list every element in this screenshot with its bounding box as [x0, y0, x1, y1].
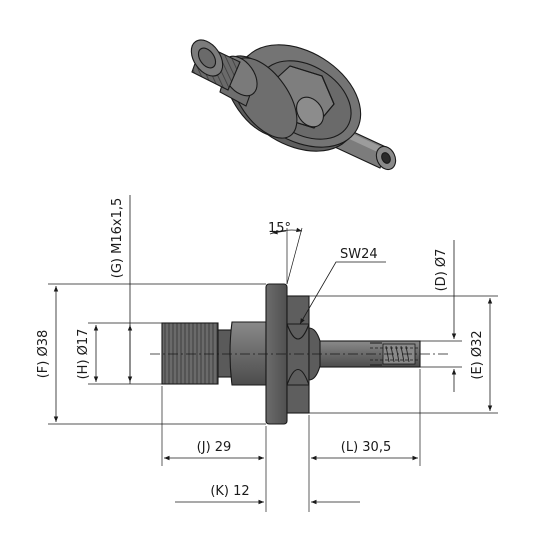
side-view: [150, 283, 450, 425]
isometric-view: [190, 39, 397, 171]
label-L: (L) 30,5: [341, 440, 391, 455]
label-K: (K) 12: [210, 484, 249, 499]
thread-section: [161, 322, 219, 385]
label-angle: 15°: [268, 221, 291, 236]
dimension-lines: [48, 195, 498, 512]
label-G: (G) M16x1,5: [110, 198, 125, 278]
label-E: (E) Ø32: [470, 330, 485, 379]
dimension-labels: (F) Ø38 (H) Ø17 (G) M16x1,5 (J) 29 (K) 1…: [36, 198, 485, 499]
label-F: (F) Ø38: [36, 330, 51, 379]
iso-thread: [190, 39, 241, 91]
label-SW: SW24: [340, 247, 378, 262]
label-H: (H) Ø17: [76, 329, 91, 380]
label-J: (J) 29: [197, 440, 232, 455]
label-D: (D) Ø7: [434, 249, 449, 292]
collar-body: [229, 321, 267, 386]
